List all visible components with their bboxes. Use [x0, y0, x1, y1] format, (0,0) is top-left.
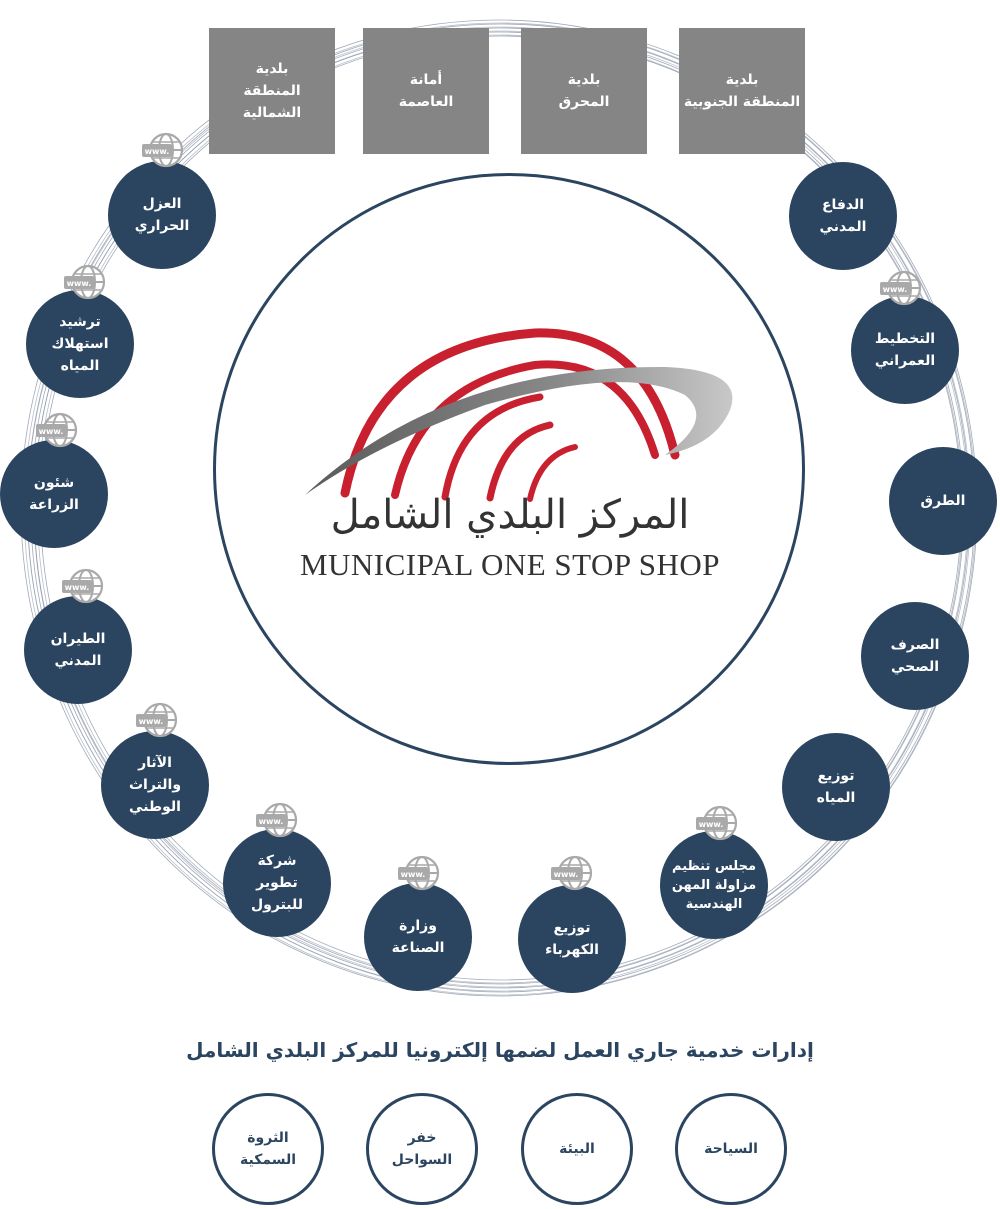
box-line: المحرق — [558, 94, 610, 110]
node-sanitation[interactable]: الصرف الصحي — [861, 602, 969, 710]
box-muharraq-municipality[interactable]: بلدية المحرق — [521, 28, 647, 154]
globe-icon: www. — [36, 410, 80, 454]
box-line: المنطقة الشمالية — [242, 83, 302, 121]
node-engineering-council[interactable]: مجلس تنظيم مزاولة المهن الهندسية — [660, 831, 768, 939]
node-antiquities-heritage[interactable]: الآثار والتراث الوطني — [101, 731, 209, 839]
node-thermal-insulation[interactable]: العزل الحراري — [108, 161, 216, 269]
node-electricity-distribution[interactable]: توزيع الكهرباء — [518, 885, 626, 993]
globe-www-label: www. — [65, 583, 90, 592]
node-agriculture-affairs[interactable]: شئون الزراعة — [0, 440, 108, 548]
globe-www-label: www. — [145, 147, 170, 156]
node-water-conservation[interactable]: ترشيد استهلاك المياه — [26, 290, 134, 398]
globe-www-label: www. — [67, 279, 92, 288]
globe-www-label: www. — [401, 870, 426, 879]
box-line: العاصمة — [398, 94, 454, 110]
node-petroleum-company[interactable]: شركة تطوير للبترول — [223, 829, 331, 937]
globe-icon: www. — [880, 268, 924, 312]
logo-english-name: MUNICIPAL ONE STOP SHOP — [299, 547, 721, 582]
globe-www-label: www. — [39, 427, 64, 436]
globe-icon: www. — [64, 262, 108, 306]
box-capital-trustees[interactable]: أمانة العاصمة — [363, 28, 489, 154]
globe-icon: www. — [62, 566, 106, 610]
pending-tourism[interactable]: السياحة — [675, 1093, 787, 1205]
globe-icon: www. — [142, 130, 186, 174]
center-circle — [213, 173, 805, 765]
globe-www-label: www. — [259, 817, 284, 826]
globe-www-label: www. — [699, 820, 724, 829]
node-civil-defense[interactable]: الدفاع المدني — [789, 162, 897, 270]
globe-www-label: www. — [139, 717, 164, 726]
logo-arches-icon — [305, 328, 733, 502]
node-ministry-industry[interactable]: وزارة الصناعة — [364, 883, 472, 991]
node-roads[interactable]: الطرق — [889, 447, 997, 555]
node-civil-aviation[interactable]: الطيران المدني — [24, 596, 132, 704]
box-southern-municipality[interactable]: بلدية المنطقة الجنوبية — [679, 28, 805, 154]
box-northern-municipality[interactable]: بلدية المنطقة الشمالية — [209, 28, 335, 154]
pending-fisheries[interactable]: الثروة السمكية — [212, 1093, 324, 1205]
globe-icon: www. — [136, 700, 180, 744]
pending-section-title: إدارات خدمية جاري العمل لضمها إلكترونيا … — [186, 1038, 814, 1062]
box-line: بلدية — [725, 72, 759, 88]
pending-coast-guard[interactable]: خفر السواحل — [366, 1093, 478, 1205]
logo-arabic-name: المركز البلدي الشامل — [330, 492, 690, 538]
box-line: بلدية — [567, 72, 601, 88]
node-urban-planning[interactable]: التخطيط العمراني — [851, 296, 959, 404]
globe-icon: www. — [256, 800, 300, 844]
globe-www-label: www. — [883, 285, 908, 294]
pending-environment[interactable]: البيئة — [521, 1093, 633, 1205]
box-line: أمانة — [409, 72, 443, 88]
globe-icon: www. — [398, 853, 442, 897]
box-line: المنطقة الجنوبية — [683, 94, 801, 110]
box-line: بلدية — [255, 61, 289, 77]
globe-icon: www. — [551, 853, 595, 897]
globe-www-label: www. — [554, 870, 579, 879]
node-water-distribution[interactable]: توزيع المياه — [782, 733, 890, 841]
globe-icon: www. — [696, 803, 740, 847]
